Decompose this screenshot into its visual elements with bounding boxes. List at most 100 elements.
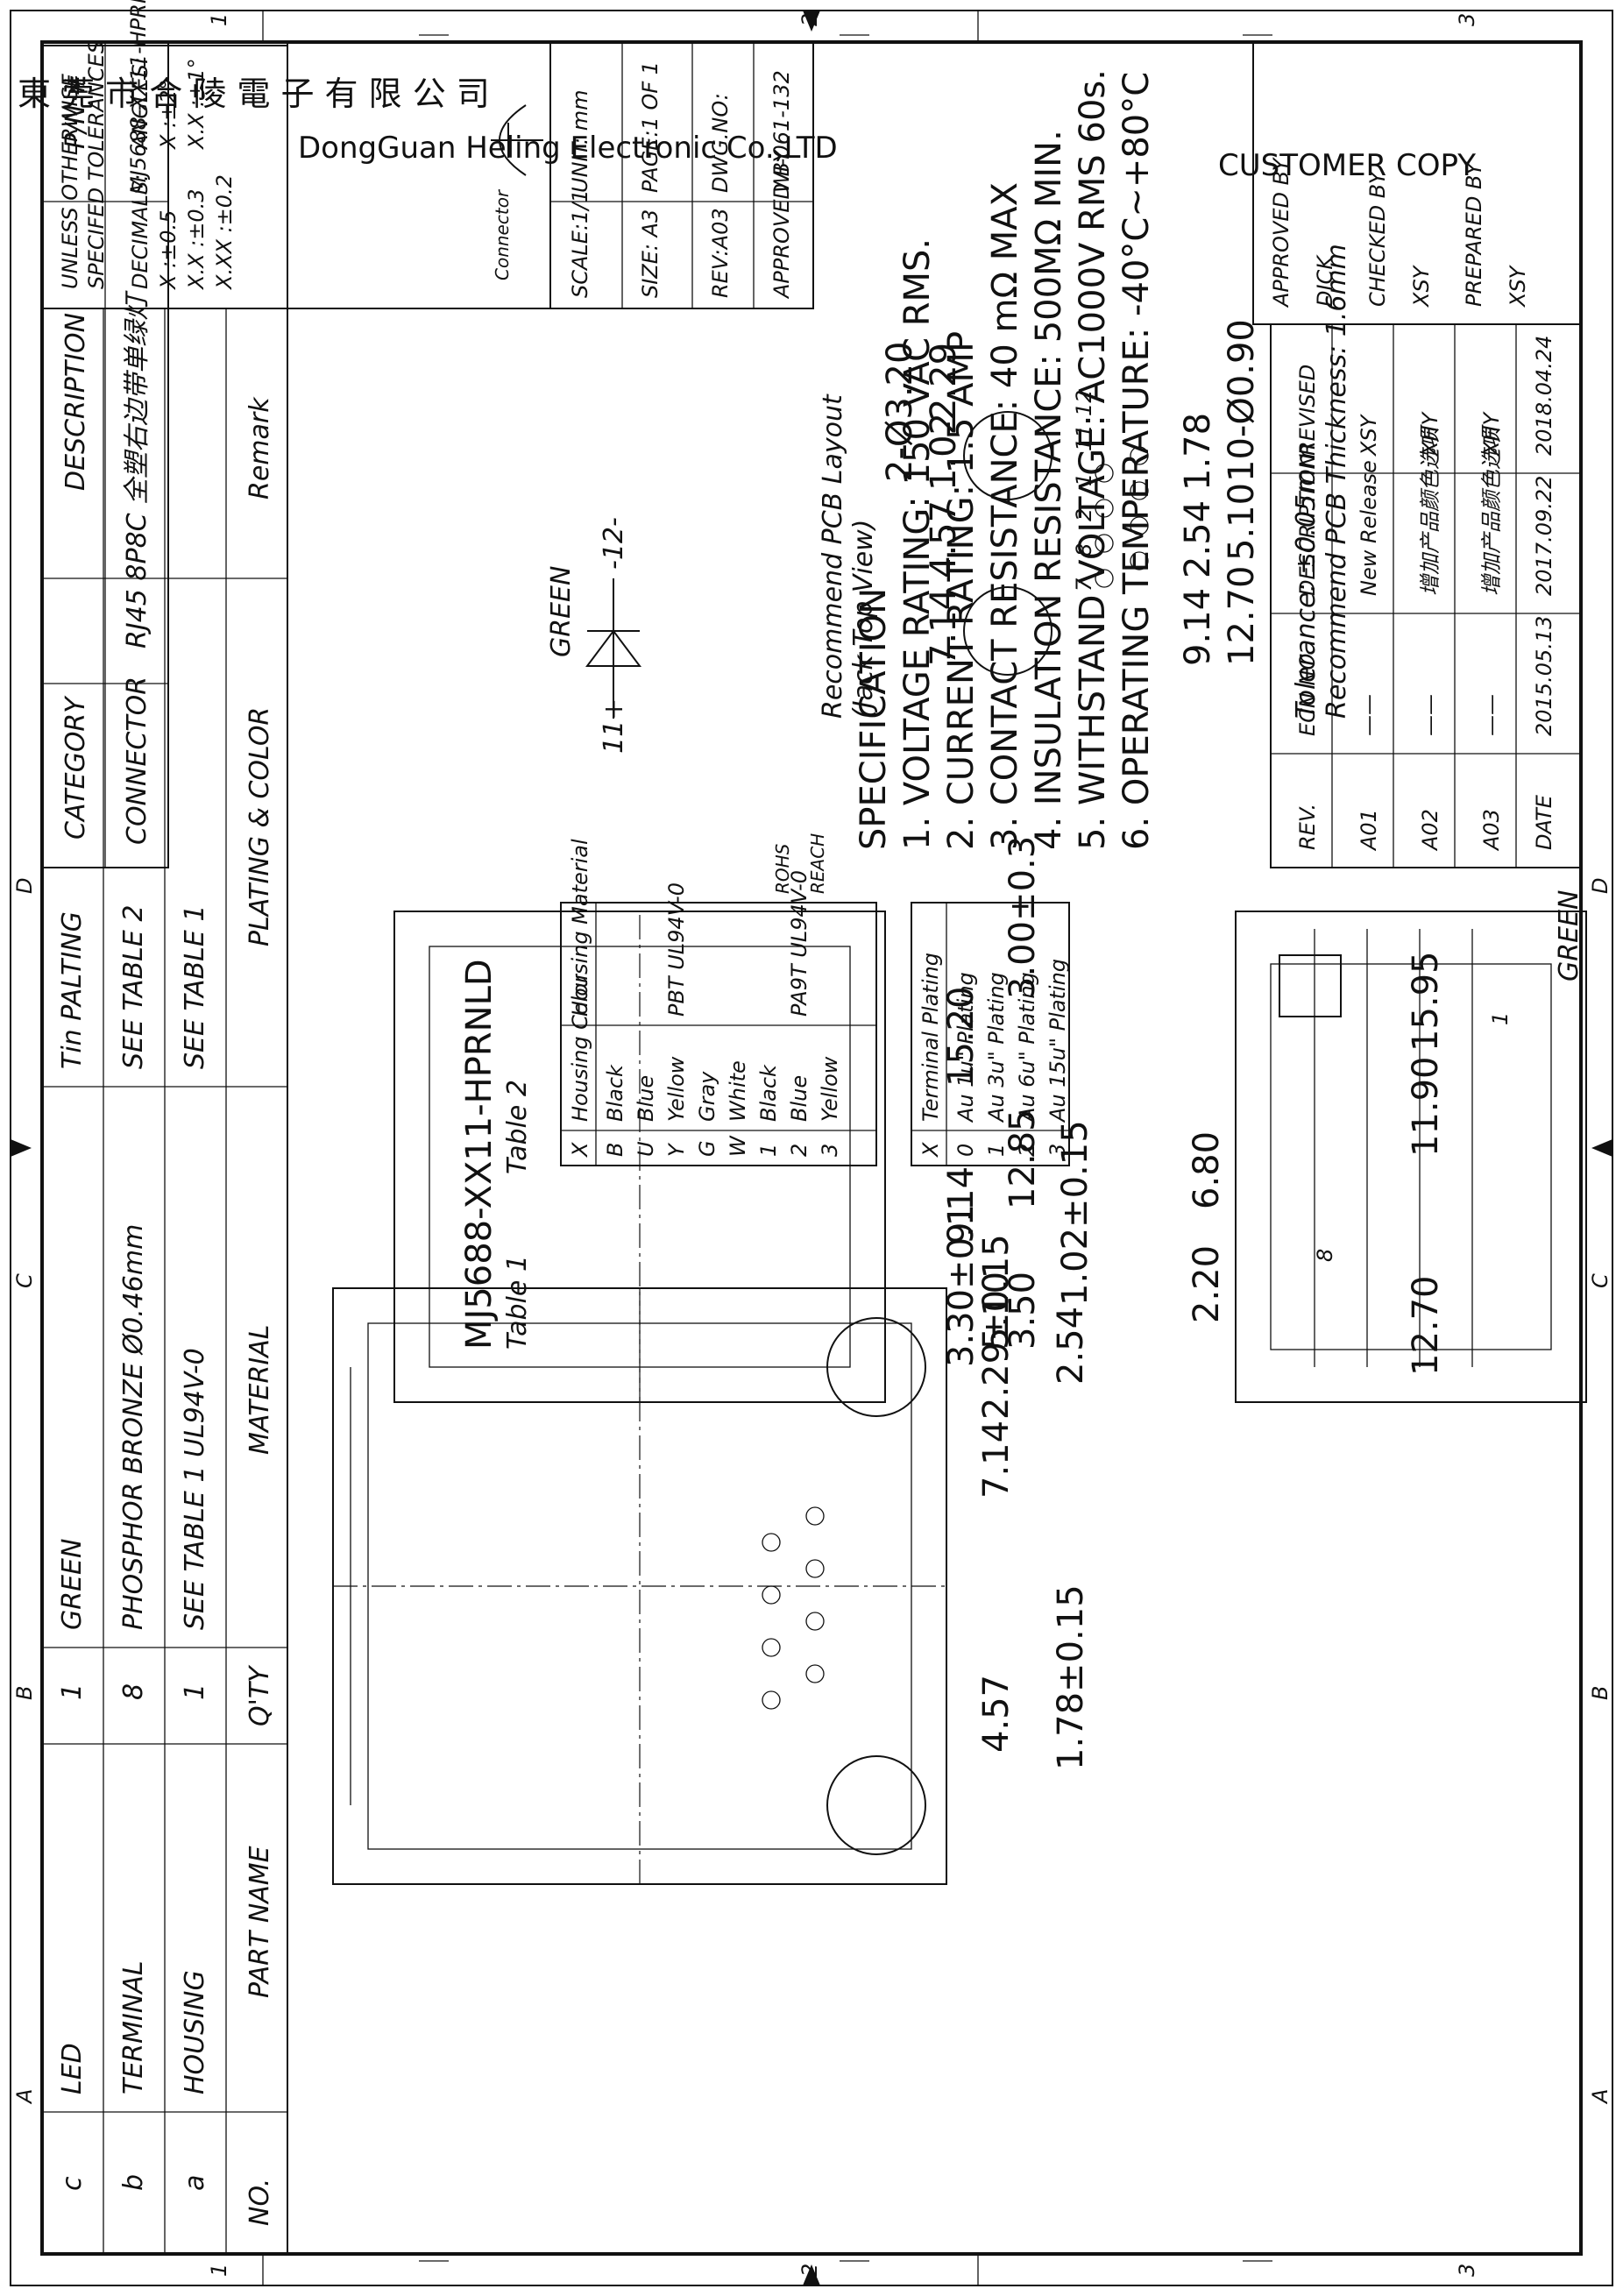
- dwg-block: SCALE:1/1 UNIT: mm SIZE: A3 PAGE:1 OF 1 …: [549, 41, 814, 309]
- customer-copy-label: CUSTOMER COPY: [1218, 148, 1476, 183]
- zone-number: 2: [797, 2264, 822, 2277]
- bom-row-a-material: SEE TABLE 1 UL94V-0: [180, 1348, 210, 1630]
- side-dim-2: 12.85: [1003, 1109, 1043, 1209]
- zone-letter: C: [1588, 1273, 1612, 1288]
- rev-row-3-desc: 增加产品颜色选项: [1479, 424, 1504, 596]
- category-value: CONNECTOR: [122, 677, 152, 845]
- front-dim-4: 11.90: [1406, 1056, 1446, 1157]
- size-label: SIZE: A3: [638, 209, 663, 298]
- pcb-note-2: (Jack Top View): [848, 520, 879, 719]
- t2-row-code: 3: [1045, 1144, 1070, 1157]
- pn-label: P/N #: [60, 74, 91, 149]
- front-pin-8: 8: [1313, 1249, 1337, 1262]
- bom-row-a-plating-2: SEE TABLE 1: [180, 905, 210, 1069]
- pcb-dim-10: 10-Ø0.90: [1222, 319, 1262, 482]
- pcb-pin-1: 1: [1072, 473, 1096, 486]
- zone-labels: 1 2 3 4 1 2 3 4 A B C D A B C D: [12, 13, 1612, 2277]
- description-value: RJ45 8P8C 全塑右边带单绿灯: [122, 290, 152, 648]
- t2-row-plating: Au 15u" Plating: [1045, 959, 1070, 1123]
- rev-row-2-ecn: ——: [1418, 694, 1442, 736]
- company-name-en: DongGuan Heling Electronic Co.,LTD: [298, 131, 838, 166]
- reach-marker: REACH: [807, 833, 828, 894]
- angles-label: ANGLES:: [128, 57, 152, 151]
- category-label: CATEGORY: [60, 695, 91, 840]
- table-1: X Housing Color Housing Material B Black…: [560, 833, 877, 1166]
- zone-number: 1: [207, 13, 231, 26]
- rev-row-3-rev: A03: [1479, 809, 1504, 852]
- prepared-by-label: PREPARED BY: [1462, 160, 1486, 307]
- pcb-note-1: Recommend PCB Layout: [818, 393, 848, 719]
- tolerance-title-1: UNLESS OTHERWISE: [58, 73, 82, 289]
- page-label: PAGE:1 OF 1: [638, 61, 663, 193]
- bom-row-c-name: LED: [57, 2043, 88, 2094]
- company-logo-icon: [491, 104, 543, 176]
- tolerance-x: X :±0.5: [156, 210, 181, 291]
- zone-letter: D: [12, 878, 37, 894]
- led-pin-b: -12-: [599, 517, 629, 570]
- bom-row-b-name: TERMINAL: [118, 1960, 149, 2094]
- bom-row-a-plating: SEE TABLE 2: [118, 905, 149, 1069]
- rev-history-table: REV. ECN NO DESCRIPTION REVISED DATE A01…: [1270, 323, 1582, 868]
- t2-row-code: 0: [953, 1144, 978, 1157]
- pcb-dim-1: 9.14: [1178, 588, 1218, 666]
- t1-material-a: PBT UL94V-0: [664, 882, 689, 1017]
- front-pin-1: 1: [1488, 1012, 1513, 1025]
- top-dim-6: 2.29±0.15: [976, 1234, 1017, 1420]
- rev-row-1-rev: A01: [1357, 809, 1381, 852]
- t2-header-x: X: [918, 1142, 943, 1159]
- bom-header-name: PART NAME: [245, 1846, 275, 1998]
- side-dim-6: 3.00±0.3: [1003, 836, 1043, 999]
- spec-item-5: 5. WITHSTAND VOLTAGE: AC1000V RMS 60s.: [1073, 69, 1113, 850]
- side-dim-1: 3.50: [1003, 1272, 1043, 1350]
- rev-header-by: REVISED: [1295, 365, 1320, 456]
- zone-number: 3: [1455, 2264, 1479, 2277]
- pcb-dim-5: 4.57: [924, 500, 964, 578]
- front-dim-2: 6.80: [1187, 1131, 1227, 1209]
- t1-row-color: Blue: [787, 1075, 812, 1122]
- bom-header-remark: Remark: [245, 396, 275, 500]
- pcb-dim-7: 2.29: [924, 343, 964, 421]
- pcb-pin-12: 12: [1072, 389, 1096, 416]
- pn-value: MJ5688-XX11-HPRNLD: [126, 0, 151, 195]
- bom-row-b-qty: 8: [118, 1683, 149, 1700]
- center-mark-icon: [1591, 1139, 1612, 1157]
- side-dim-5: 15.20: [941, 986, 982, 1087]
- t1-row-color: Black: [756, 1064, 781, 1122]
- rohs-marker: ROHS: [772, 843, 793, 894]
- pcb-dim-3: 1.78: [1178, 413, 1218, 491]
- bom-table: NO. PART NAME Q'TY MATERIAL PLATING & CO…: [41, 308, 288, 2255]
- t1-header-x: X: [568, 1142, 592, 1159]
- zone-number: 2: [797, 13, 822, 26]
- t2-row-plating: Au 3u" Plating: [984, 972, 1009, 1123]
- pcb-dim-8: 12.70: [1222, 565, 1262, 666]
- approved-label: APPROVED BY: [769, 147, 794, 300]
- spec-item-2: 2. CURRENT RATING: 1.5 AMP: [941, 331, 982, 850]
- t1-row-code: 2: [787, 1144, 812, 1157]
- dwg-label: DWG.NO:: [708, 93, 733, 193]
- t1-header-material: Housing Material: [568, 839, 592, 1017]
- front-led-label: GREEN: [1554, 890, 1584, 981]
- zone-number: 3: [1455, 13, 1479, 26]
- t2-row-code: 1: [984, 1144, 1009, 1157]
- front-dim-5: 15.95: [1406, 951, 1446, 1052]
- unit-label: UNIT: mm: [568, 89, 592, 193]
- pcb-pin-11: 11: [1072, 424, 1096, 451]
- angle-xx: X.X :±1°: [184, 58, 209, 151]
- pcb-dim-11: 2-Ø3.20: [880, 342, 920, 482]
- led-symbol: GREEN 11+ -12-: [546, 517, 641, 754]
- rev-header-ecn: ECN NO: [1295, 654, 1320, 736]
- bom-row-a-no: a: [180, 2175, 210, 2191]
- prepared-by-value: XSY: [1506, 264, 1530, 308]
- part-code: MJ5688-XX11-HPRNLD: [459, 959, 500, 1350]
- t1-material-b: PA9T UL94V-0: [787, 870, 812, 1017]
- bom-row-c-qty: 1: [57, 1683, 88, 1700]
- t1-row-color: Yellow: [818, 1056, 842, 1122]
- top-dim-2: 2.54: [1051, 1307, 1091, 1385]
- table-2-label: Table 2: [502, 1080, 533, 1174]
- t1-row-code: 1: [756, 1144, 781, 1157]
- tolerance-block: UNLESS OTHERWISE SPECIFED TOLERANCES DEC…: [41, 40, 288, 309]
- rev-row-3-by: XHY: [1479, 411, 1504, 457]
- bom-header-material: MATERIAL: [245, 1325, 275, 1455]
- rev-header-rev: REV.: [1295, 804, 1320, 850]
